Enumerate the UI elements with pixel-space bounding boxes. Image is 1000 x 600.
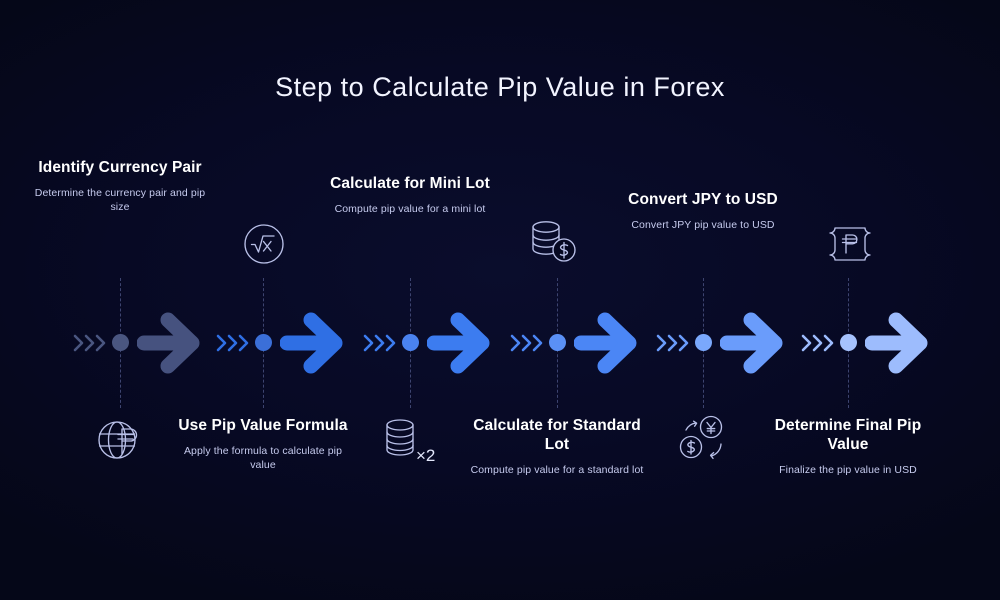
flow-arrow-2 — [280, 312, 343, 374]
chevrons-4 — [510, 334, 543, 352]
step-heading-4: Calculate for Standard Lot — [473, 417, 641, 453]
timeline-node-3 — [402, 334, 419, 351]
square-root-circle-icon — [238, 218, 290, 270]
coin-stack-x2-icon: ×2 — [382, 416, 442, 470]
step-block-6: Determine Final Pip Value Finalize the p… — [760, 416, 936, 477]
peso-badge-icon — [822, 220, 878, 268]
step-description-1: Determine the currency pair and pip size — [34, 187, 206, 213]
globe-peso-icon — [92, 412, 148, 468]
step-heading-1: Identify Currency Pair — [38, 159, 202, 176]
step-block-3: Calculate for Mini Lot Compute pip value… — [322, 174, 498, 216]
step-description-2: Apply the formula to calculate pip value — [183, 445, 343, 471]
step-heading-5: Convert JPY to USD — [628, 191, 778, 208]
step-block-2: Use Pip Value Formula Apply the formula … — [175, 416, 351, 472]
step-heading-3: Calculate for Mini Lot — [330, 175, 490, 192]
step-block-1: Identify Currency Pair Determine the cur… — [32, 158, 208, 214]
flow-arrow-5 — [720, 312, 783, 374]
timeline-node-5 — [695, 334, 712, 351]
step-description-3: Compute pip value for a mini lot — [334, 203, 486, 215]
timeline-node-4 — [549, 334, 566, 351]
flow-arrow-3 — [427, 312, 490, 374]
page-title: Step to Calculate Pip Value in Forex — [275, 72, 725, 102]
step-block-4: Calculate for Standard Lot Compute pip v… — [469, 416, 645, 477]
step-description-4: Compute pip value for a standard lot — [470, 464, 644, 476]
coin-stack-dollar-icon — [528, 216, 586, 270]
flow-arrow-1 — [137, 312, 200, 374]
step-heading-2: Use Pip Value Formula — [178, 417, 348, 434]
chevrons-3 — [363, 334, 396, 352]
step-heading-6: Determine Final Pip Value — [774, 417, 922, 453]
chevrons-6 — [801, 334, 834, 352]
timeline-node-2 — [255, 334, 272, 351]
timeline-node-1 — [112, 334, 129, 351]
chevrons-1 — [73, 334, 106, 352]
step-block-5: Convert JPY to USD Convert JPY pip value… — [615, 190, 791, 232]
step-description-5: Convert JPY pip value to USD — [631, 219, 775, 231]
flow-arrow-6 — [865, 312, 928, 374]
chevrons-5 — [656, 334, 689, 352]
step-description-6: Finalize the pip value in USD — [779, 464, 917, 476]
timeline-node-6 — [840, 334, 857, 351]
flow-arrow-4 — [574, 312, 637, 374]
coin-stack-multiplier-label: ×2 — [416, 446, 435, 465]
chevrons-2 — [216, 334, 249, 352]
currency-exchange-yen-dollar-icon — [676, 412, 732, 468]
